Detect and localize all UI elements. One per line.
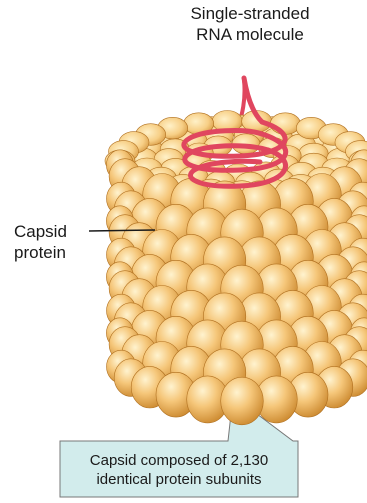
- capsid-protein-label: Capsid protein: [14, 221, 67, 263]
- capsid-label-line1: Capsid: [14, 221, 67, 242]
- capsid-subunit: [270, 113, 300, 135]
- capsid-subunit: [221, 377, 264, 425]
- rna-label: Single-stranded RNA molecule: [150, 3, 350, 45]
- capsid-leader-line: [89, 230, 155, 231]
- callout-line2: identical protein subunits: [66, 470, 292, 489]
- capsid-label-line2: protein: [14, 242, 67, 263]
- callout-line1: Capsid composed of 2,130: [66, 451, 292, 470]
- rna-label-line2: RNA molecule: [150, 24, 350, 45]
- callout-text: Capsid composed of 2,130 identical prote…: [66, 451, 292, 489]
- rna-label-line1: Single-stranded: [150, 3, 350, 24]
